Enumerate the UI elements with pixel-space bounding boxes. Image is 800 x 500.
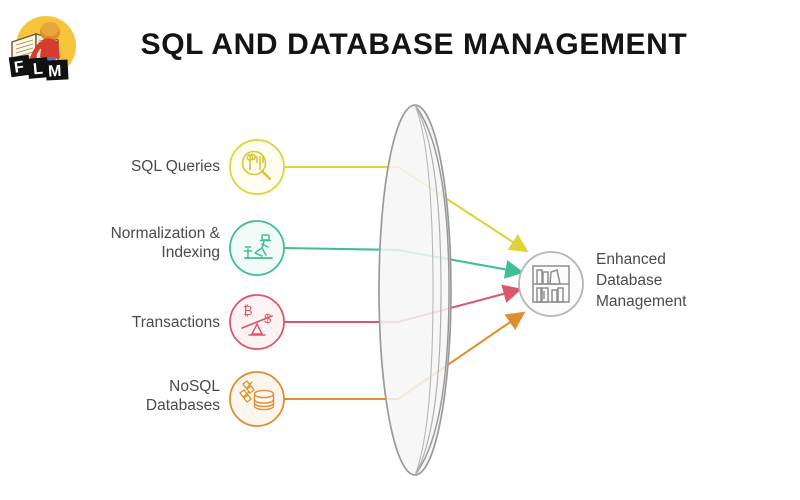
node-circle-sql-queries	[229, 139, 285, 195]
output-label-line2: Database	[596, 272, 663, 289]
node-enhanced-database-management[interactable]	[518, 251, 584, 317]
node-circle-normalization-indexing	[229, 220, 285, 276]
input-label-line1: Normalization &	[110, 225, 220, 242]
page-title: SQL AND DATABASE MANAGEMENT	[140, 28, 688, 61]
input-label-normalization-indexing: Normalization & Indexing	[40, 224, 220, 262]
svg-text:₿: ₿	[243, 303, 253, 318]
database-cylinder-icon	[239, 380, 275, 411]
output-label-line1: Enhanced	[596, 251, 666, 268]
input-label-transactions: Transactions	[40, 313, 220, 332]
magnifier-cutlery-icon	[241, 150, 272, 181]
svg-text:M: M	[48, 63, 62, 81]
worker-figure-icon	[243, 234, 273, 259]
node-transactions[interactable]: ₿ $	[229, 294, 285, 350]
input-label-line2: Indexing	[161, 244, 220, 261]
node-nosql-databases[interactable]	[229, 371, 285, 427]
svg-text:F: F	[13, 59, 25, 77]
flm-logo: F L M	[6, 12, 80, 84]
input-label-line1: SQL Queries	[130, 158, 220, 175]
input-label-line1: Transactions	[131, 314, 220, 331]
node-circle-nosql-databases	[229, 371, 285, 427]
logo-letters: F L M	[8, 54, 69, 81]
input-label-line2: Databases	[145, 397, 220, 414]
balance-scale-icon: ₿ $	[241, 303, 273, 336]
input-label-nosql-databases: NoSQL Databases	[40, 377, 220, 415]
svg-text:L: L	[32, 61, 43, 79]
bookshelf-icon	[532, 265, 570, 303]
output-label: Enhanced Database Management	[596, 249, 781, 312]
node-normalization-indexing[interactable]	[229, 220, 285, 276]
lens-shape	[378, 104, 452, 476]
input-label-line1: NoSQL	[169, 378, 220, 395]
output-label-line3: Management	[596, 293, 687, 310]
input-label-sql-queries: SQL Queries	[40, 157, 220, 176]
node-sql-queries[interactable]	[229, 139, 285, 195]
